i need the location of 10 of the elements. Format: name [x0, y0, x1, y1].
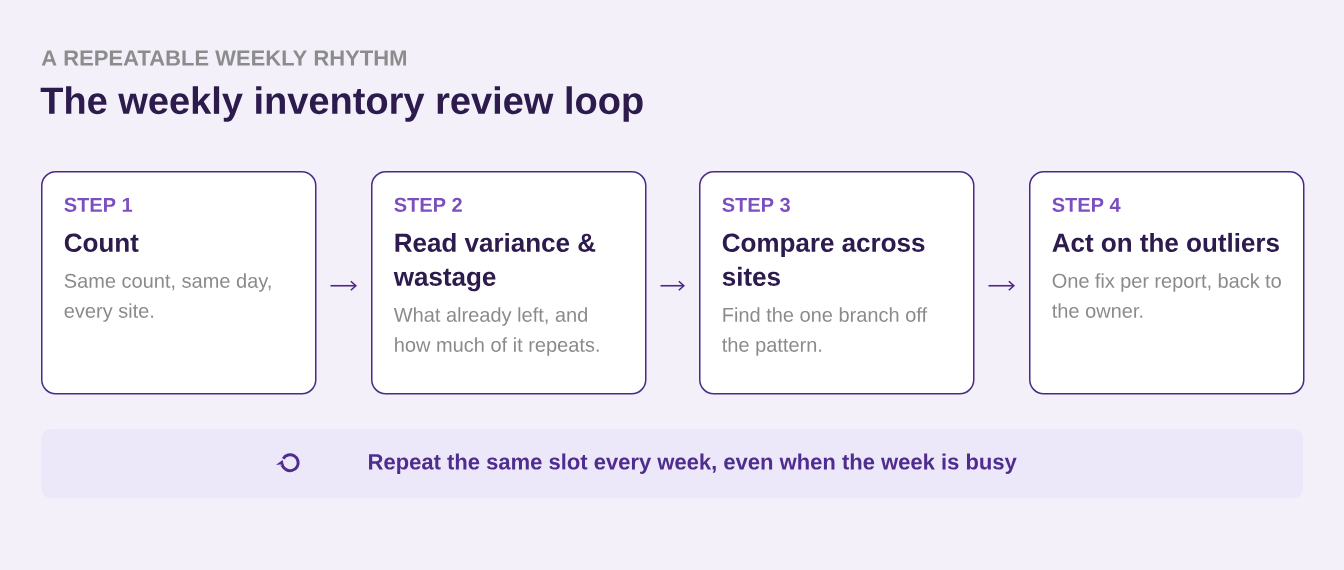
step-card: STEP 3 Compare across sites Find the one branch off the pattern. [699, 171, 975, 395]
arrow [329, 280, 357, 292]
step-card: STEP 1 Count Same count, same day, every site. [41, 171, 317, 395]
arrow [987, 280, 1015, 292]
step-card: STEP 4 Act on the outliers One fix per report, back to the owner. [1029, 171, 1305, 395]
arrow [659, 280, 685, 292]
eyebrow-label: A REPEATABLE WEEKLY RHYTHM [41, 50, 406, 66]
step-card: STEP 2 Read variance & wastage What already left, and how much of it repeats. [371, 171, 647, 395]
note-banner: Repeat the same slot every week, even when the week is busy [41, 429, 1304, 499]
title: The weekly inventory review loop [40, 86, 643, 122]
